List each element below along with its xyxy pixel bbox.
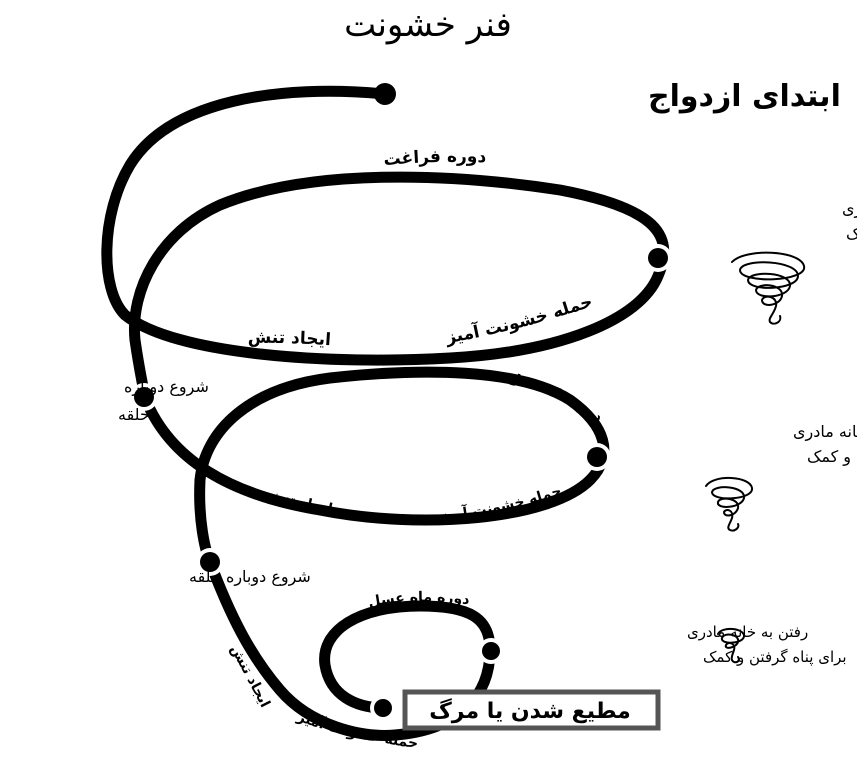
- cycle2-refuge-line2: برای پناه گرفتن و کمک: [807, 447, 857, 467]
- cycle3-refuge-line2: برای پناه گرفتن و کمک: [703, 648, 847, 667]
- restart-node-1: [130, 383, 158, 411]
- end-box: مطیع شدن یا مرگ: [402, 689, 661, 731]
- cycle1-restart-line2: حلقه: [118, 405, 150, 424]
- start-node: [374, 83, 396, 105]
- cycle2-refuge-line1: رفتن به خانه مادری: [793, 422, 857, 442]
- spiral-line: [101, 85, 670, 741]
- end-node: [370, 695, 396, 721]
- restart-node-2: [196, 548, 224, 576]
- cycle2-tension-label: ایجاد تنش: [264, 488, 334, 518]
- start-label: ابتدای ازدواج: [648, 79, 841, 114]
- refuge-node-3: [478, 638, 504, 664]
- cycle1-restart-line1: شروع دوباره: [124, 377, 209, 397]
- cycle1-refuge-line2: برای پناه گرفتن و کمک: [846, 224, 857, 244]
- refuge-node-2: [583, 443, 611, 471]
- spring-icon-medium: [705, 477, 753, 532]
- diagram-title: فنر خشونت: [344, 5, 512, 45]
- cycle2-restart-label: شروع دوباره حلقه: [189, 567, 311, 587]
- end-label: مطیع شدن یا مرگ: [429, 698, 631, 724]
- refuge-node-1: [644, 244, 672, 272]
- spring-icon-large: [731, 251, 805, 325]
- cycle1-refuge-line1: رفتن به خانه مادری: [842, 199, 857, 219]
- cycle3-refuge-line1: رفتن به خانه مادری: [687, 623, 808, 641]
- cycle1-tension-label: ایجاد تنش: [248, 328, 332, 350]
- spring-icon-small: [717, 628, 746, 664]
- cycle1-honeymoon-label: دوره فراغت: [383, 147, 487, 171]
- cycle3-honeymoon-label: دوره ماه عسل: [367, 589, 470, 610]
